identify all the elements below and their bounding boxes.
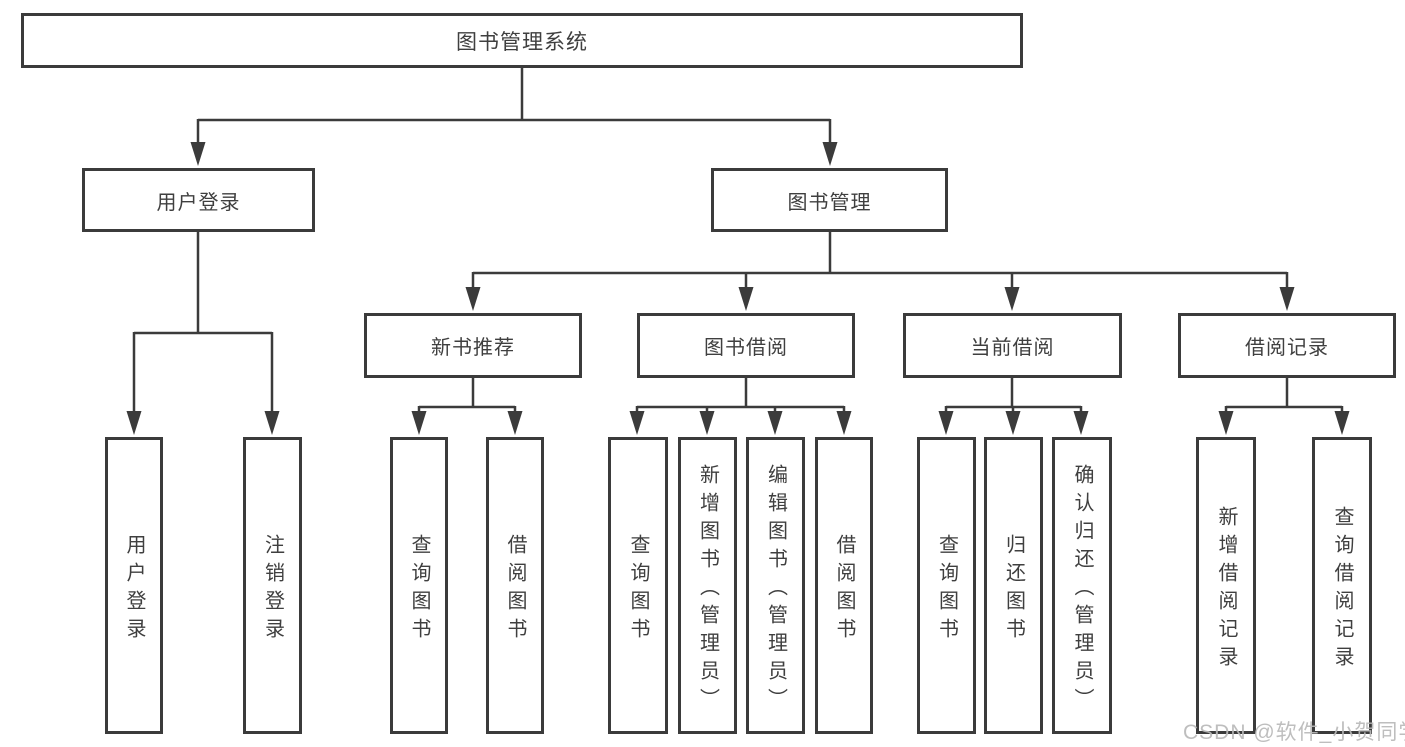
arrow-down-icon [1004,287,1020,311]
arrow-down-icon [738,287,754,311]
node-label: 当前借阅 [970,337,1055,359]
csdn-watermark: CSDN @软件_小贺同学 [1183,721,1405,744]
arrow-down-icon [1218,411,1234,435]
arrow-down-icon [1073,411,1089,435]
leaf-label: 借阅图书 [833,533,855,646]
leaf-return-books: 归还图书 [984,437,1043,734]
leaf-label: 借阅图书 [504,533,526,646]
leaf-label: 查询图书 [627,533,649,646]
leaf-label: 新增图书（管理员） [696,463,719,716]
leaf-label: 注销登录 [261,533,284,646]
node-label: 用户登录 [156,191,241,214]
leaf-label: 查询图书 [408,533,430,646]
node-book-borrow: 图书借阅 [637,313,855,378]
arrow-down-icon [126,411,142,435]
leaf-query-books-1: 查询图书 [390,437,448,734]
leaf-label: 归还图书 [1002,533,1025,646]
leaf-user-login: 用户登录 [105,437,163,734]
arrow-down-icon [1334,411,1350,435]
node-new-book-recommend: 新书推荐 [364,313,582,378]
connector-book-borrow-children [629,378,852,435]
leaf-label: 查询借阅记录 [1331,505,1353,674]
node-library-management-system: 图书管理系统 [21,13,1023,68]
connector-user-login-children [126,232,280,435]
leaf-query-borrow-record: 查询借阅记录 [1312,437,1372,734]
arrow-down-icon [411,411,427,435]
node-borrow-records: 借阅记录 [1178,313,1396,378]
arrow-down-icon [1005,411,1021,435]
arrow-down-icon [822,142,838,166]
leaf-label: 新增借阅记录 [1215,505,1237,674]
arrow-down-icon [699,411,715,435]
leaf-confirm-return-admin: 确认归还（管理员） [1052,437,1112,734]
arrow-down-icon [507,411,523,435]
arrow-down-icon [629,411,645,435]
leaf-label: 用户登录 [123,533,145,646]
leaf-label: 编辑图书（管理员） [764,463,787,716]
leaf-label: 确认归还（管理员） [1071,463,1093,716]
connector-new-book-children [411,378,523,435]
arrow-down-icon [465,287,481,311]
arrow-down-icon [190,142,206,166]
leaf-borrow-books-1: 借阅图书 [486,437,544,734]
connector-book-management-children [465,232,1295,311]
connector-root-to-level2 [190,68,838,166]
node-book-management: 图书管理 [711,168,948,232]
node-user-login: 用户登录 [82,168,315,232]
leaf-borrow-books-2: 借阅图书 [815,437,873,734]
leaf-add-borrow-record: 新增借阅记录 [1196,437,1256,734]
connector-borrow-records-children [1218,378,1350,435]
leaf-logout: 注销登录 [243,437,302,734]
leaf-edit-books-admin: 编辑图书（管理员） [746,437,805,734]
arrow-down-icon [1279,287,1295,311]
node-label: 借阅记录 [1245,337,1329,359]
node-label: 图书借阅 [704,337,788,359]
arrow-down-icon [264,411,280,435]
leaf-add-books-admin: 新增图书（管理员） [678,437,737,734]
node-current-borrow: 当前借阅 [903,313,1122,378]
node-label: 新书推荐 [431,337,515,359]
arrow-down-icon [767,411,783,435]
connector-current-borrow-children [938,378,1089,435]
leaf-label: 查询图书 [935,533,958,646]
node-label: 图书管理 [787,191,872,214]
arrow-down-icon [836,411,852,435]
leaf-query-books-2: 查询图书 [608,437,668,734]
leaf-query-books-3: 查询图书 [917,437,976,734]
arrow-down-icon [938,411,954,435]
node-label: 图书管理系统 [456,30,588,54]
